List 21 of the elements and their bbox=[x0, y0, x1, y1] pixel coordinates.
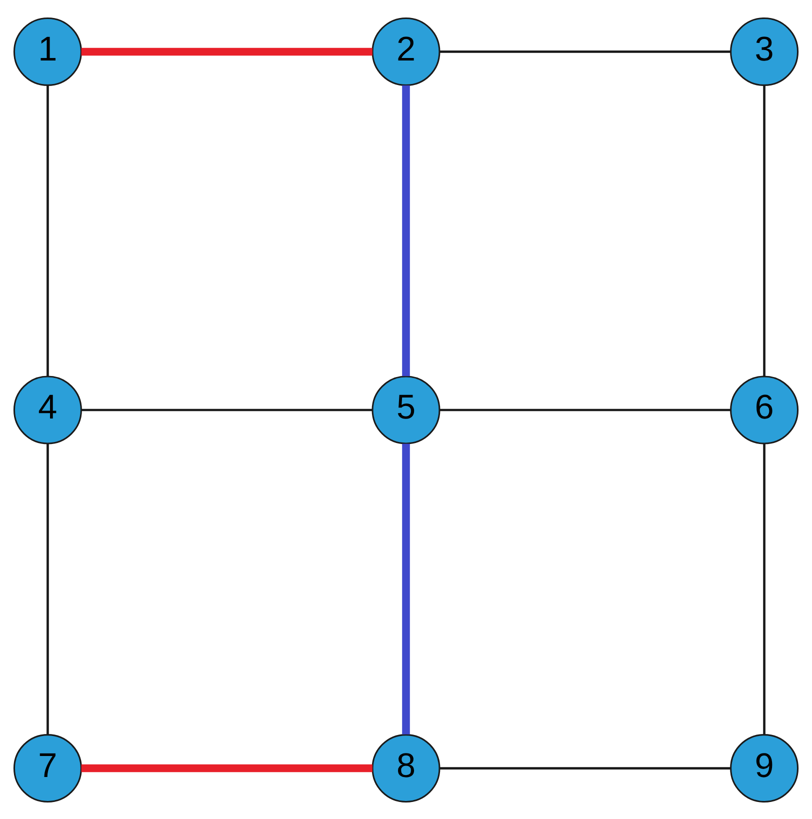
connector bbox=[81, 408, 372, 411]
node-circle: 7 bbox=[13, 734, 82, 802]
connector bbox=[46, 443, 49, 734]
connector bbox=[81, 47, 372, 56]
node-circle: 1 bbox=[13, 16, 82, 86]
node-circle: 2 bbox=[372, 16, 440, 86]
connector bbox=[402, 84, 410, 376]
connector bbox=[440, 50, 731, 52]
node-circle: 9 bbox=[730, 734, 799, 802]
node-circle: 4 bbox=[13, 375, 82, 444]
connector bbox=[440, 766, 731, 769]
node-circle: 8 bbox=[372, 734, 440, 802]
node-circle: 6 bbox=[730, 375, 799, 444]
connector bbox=[763, 84, 766, 376]
connector bbox=[81, 764, 372, 772]
connector bbox=[46, 84, 49, 376]
connector bbox=[763, 443, 766, 734]
node-circle: 3 bbox=[730, 16, 799, 86]
connector bbox=[402, 443, 410, 734]
node-circle: 5 bbox=[372, 375, 440, 444]
connector bbox=[440, 408, 731, 411]
